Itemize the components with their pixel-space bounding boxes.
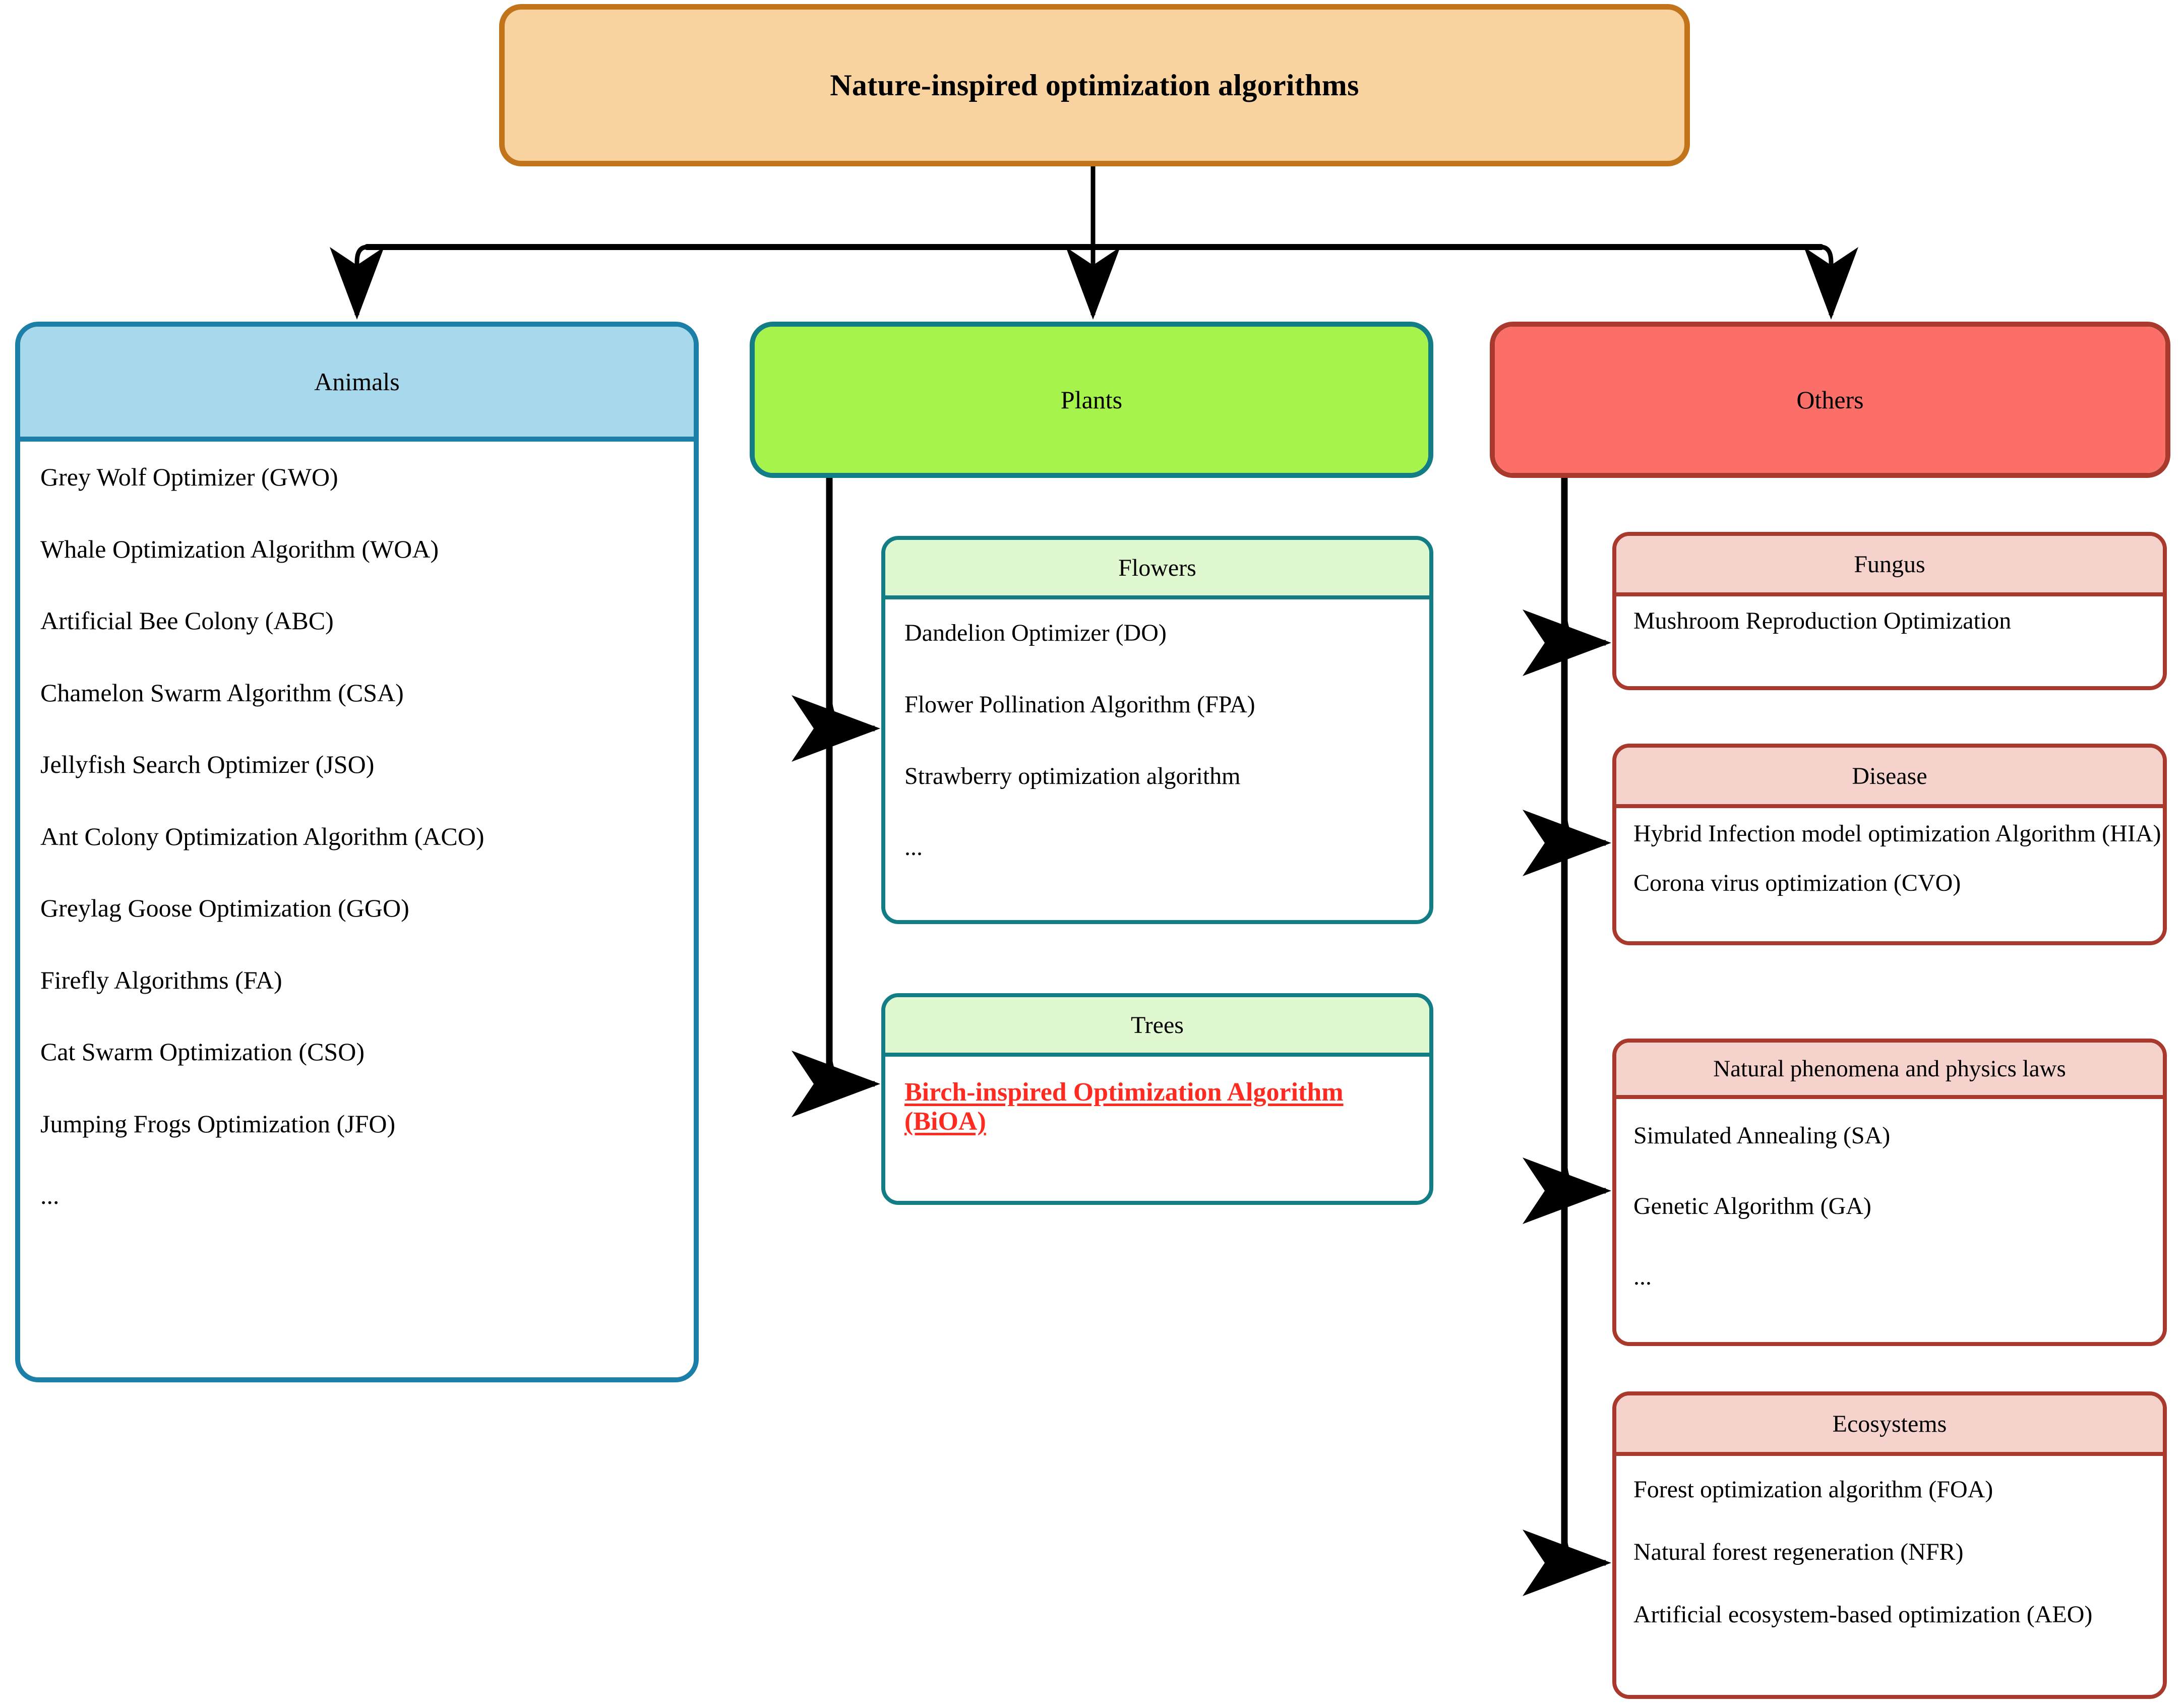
connector-others-to-ecosystems	[1523, 1530, 1611, 1596]
list-item-highlighted: Birch-inspired Optimization Algorithm (B…	[904, 1078, 1344, 1136]
subgroup-header-ecosystems: Ecosystems	[1616, 1395, 2163, 1456]
category-header-others: Others	[1495, 327, 2165, 473]
category-items-animals: Grey Wolf Optimizer (GWO) Whale Optimiza…	[20, 442, 694, 1377]
subgroup-header-flowers: Flowers	[885, 540, 1429, 599]
list-item: Forest optimization algorithm (FOA)	[1633, 1476, 1993, 1503]
connector-others-to-disease	[1523, 810, 1611, 876]
list-item: Strawberry optimization algorithm	[904, 762, 1241, 789]
subgroup-header-natural-phenomena: Natural phenomena and physics laws	[1616, 1043, 2163, 1099]
category-card-plants[interactable]: Plants	[750, 322, 1433, 478]
subgroup-card-fungus[interactable]: Fungus Mushroom Reproduction Optimizatio…	[1612, 532, 2167, 690]
list-item: Artificial Bee Colony (ABC)	[40, 606, 334, 635]
subgroup-header-disease: Disease	[1616, 748, 2163, 808]
list-item: Cat Swarm Optimization (CSO)	[40, 1038, 365, 1066]
subgroup-label-trees: Trees	[1131, 1011, 1184, 1039]
list-item: Simulated Annealing (SA)	[1633, 1122, 1891, 1149]
subgroup-items-disease: Hybrid Infection model optimization Algo…	[1616, 808, 2163, 941]
list-item-ellipsis: ...	[1633, 1263, 1652, 1290]
list-item-ellipsis: ...	[904, 834, 923, 861]
connector-root-to-animals	[330, 245, 384, 320]
connector-others-to-physics	[1523, 1158, 1611, 1224]
category-label-others: Others	[1796, 386, 1864, 414]
subgroup-items-ecosystems: Forest optimization algorithm (FOA) Natu…	[1616, 1456, 2163, 1695]
list-item: Artificial ecosystem-based optimization …	[1633, 1601, 2093, 1628]
subgroup-header-fungus: Fungus	[1616, 536, 2163, 596]
list-item: Hybrid Infection model optimization Algo…	[1633, 820, 2161, 847]
connector-others-to-fungus	[1523, 610, 1611, 676]
list-item: Chamelon Swarm Algorithm (CSA)	[40, 678, 404, 707]
list-item: Greylag Goose Optimization (GGO)	[40, 894, 409, 922]
subgroup-items-trees: Birch-inspired Optimization Algorithm (B…	[885, 1057, 1429, 1201]
root-node[interactable]: Nature-inspired optimization algorithms	[499, 4, 1690, 166]
connector-plants-to-flowers	[792, 695, 880, 762]
subgroup-card-ecosystems[interactable]: Ecosystems Forest optimization algorithm…	[1612, 1391, 2167, 1699]
subgroup-label-fungus: Fungus	[1854, 551, 1925, 578]
category-header-animals: Animals	[20, 327, 694, 442]
list-item: Jellyfish Search Optimizer (JSO)	[40, 750, 375, 778]
subgroup-items-natural-phenomena: Simulated Annealing (SA) Genetic Algorit…	[1616, 1099, 2163, 1342]
subgroup-label-natural-phenomena: Natural phenomena and physics laws	[1713, 1056, 2066, 1082]
category-header-plants: Plants	[755, 327, 1428, 473]
list-item: Whale Optimization Algorithm (WOA)	[40, 534, 439, 563]
category-label-plants: Plants	[1060, 386, 1123, 414]
connector-root-to-others	[1804, 245, 1858, 320]
subgroup-card-disease[interactable]: Disease Hybrid Infection model optimizat…	[1612, 744, 2167, 945]
list-item: Firefly Algorithms (FA)	[40, 965, 282, 994]
list-item: Natural forest regeneration (NFR)	[1633, 1538, 1964, 1565]
root-node-label: Nature-inspired optimization algorithms	[830, 68, 1359, 102]
category-card-animals[interactable]: Animals Grey Wolf Optimizer (GWO) Whale …	[15, 322, 699, 1382]
subgroup-items-flowers: Dandelion Optimizer (DO) Flower Pollinat…	[885, 599, 1429, 920]
subgroup-card-trees[interactable]: Trees Birch-inspired Optimization Algori…	[881, 993, 1433, 1205]
list-item: Mushroom Reproduction Optimization	[1633, 607, 2012, 634]
connector-plants-to-trees	[792, 1051, 880, 1117]
subgroup-label-ecosystems: Ecosystems	[1832, 1410, 1947, 1437]
list-item: Flower Pollination Algorithm (FPA)	[904, 691, 1255, 718]
list-item: Jumping Frogs Optimization (JFO)	[40, 1109, 396, 1138]
list-item: Ant Colony Optimization Algorithm (ACO)	[40, 822, 484, 850]
subgroup-items-fungus: Mushroom Reproduction Optimization	[1616, 596, 2163, 686]
list-item: Genetic Algorithm (GA)	[1633, 1192, 1871, 1220]
subgroup-label-disease: Disease	[1852, 762, 1927, 789]
category-label-animals: Animals	[314, 368, 400, 396]
subgroup-label-flowers: Flowers	[1118, 554, 1196, 581]
list-item-ellipsis: ...	[40, 1181, 59, 1209]
list-item: Grey Wolf Optimizer (GWO)	[40, 463, 338, 491]
list-item: Corona virus optimization (CVO)	[1633, 869, 1961, 896]
subgroup-header-trees: Trees	[885, 997, 1429, 1057]
subgroup-card-natural-phenomena[interactable]: Natural phenomena and physics laws Simul…	[1612, 1039, 2167, 1346]
list-item: Dandelion Optimizer (DO)	[904, 620, 1167, 646]
category-card-others[interactable]: Others	[1490, 322, 2170, 478]
subgroup-card-flowers[interactable]: Flowers Dandelion Optimizer (DO) Flower …	[881, 536, 1433, 924]
